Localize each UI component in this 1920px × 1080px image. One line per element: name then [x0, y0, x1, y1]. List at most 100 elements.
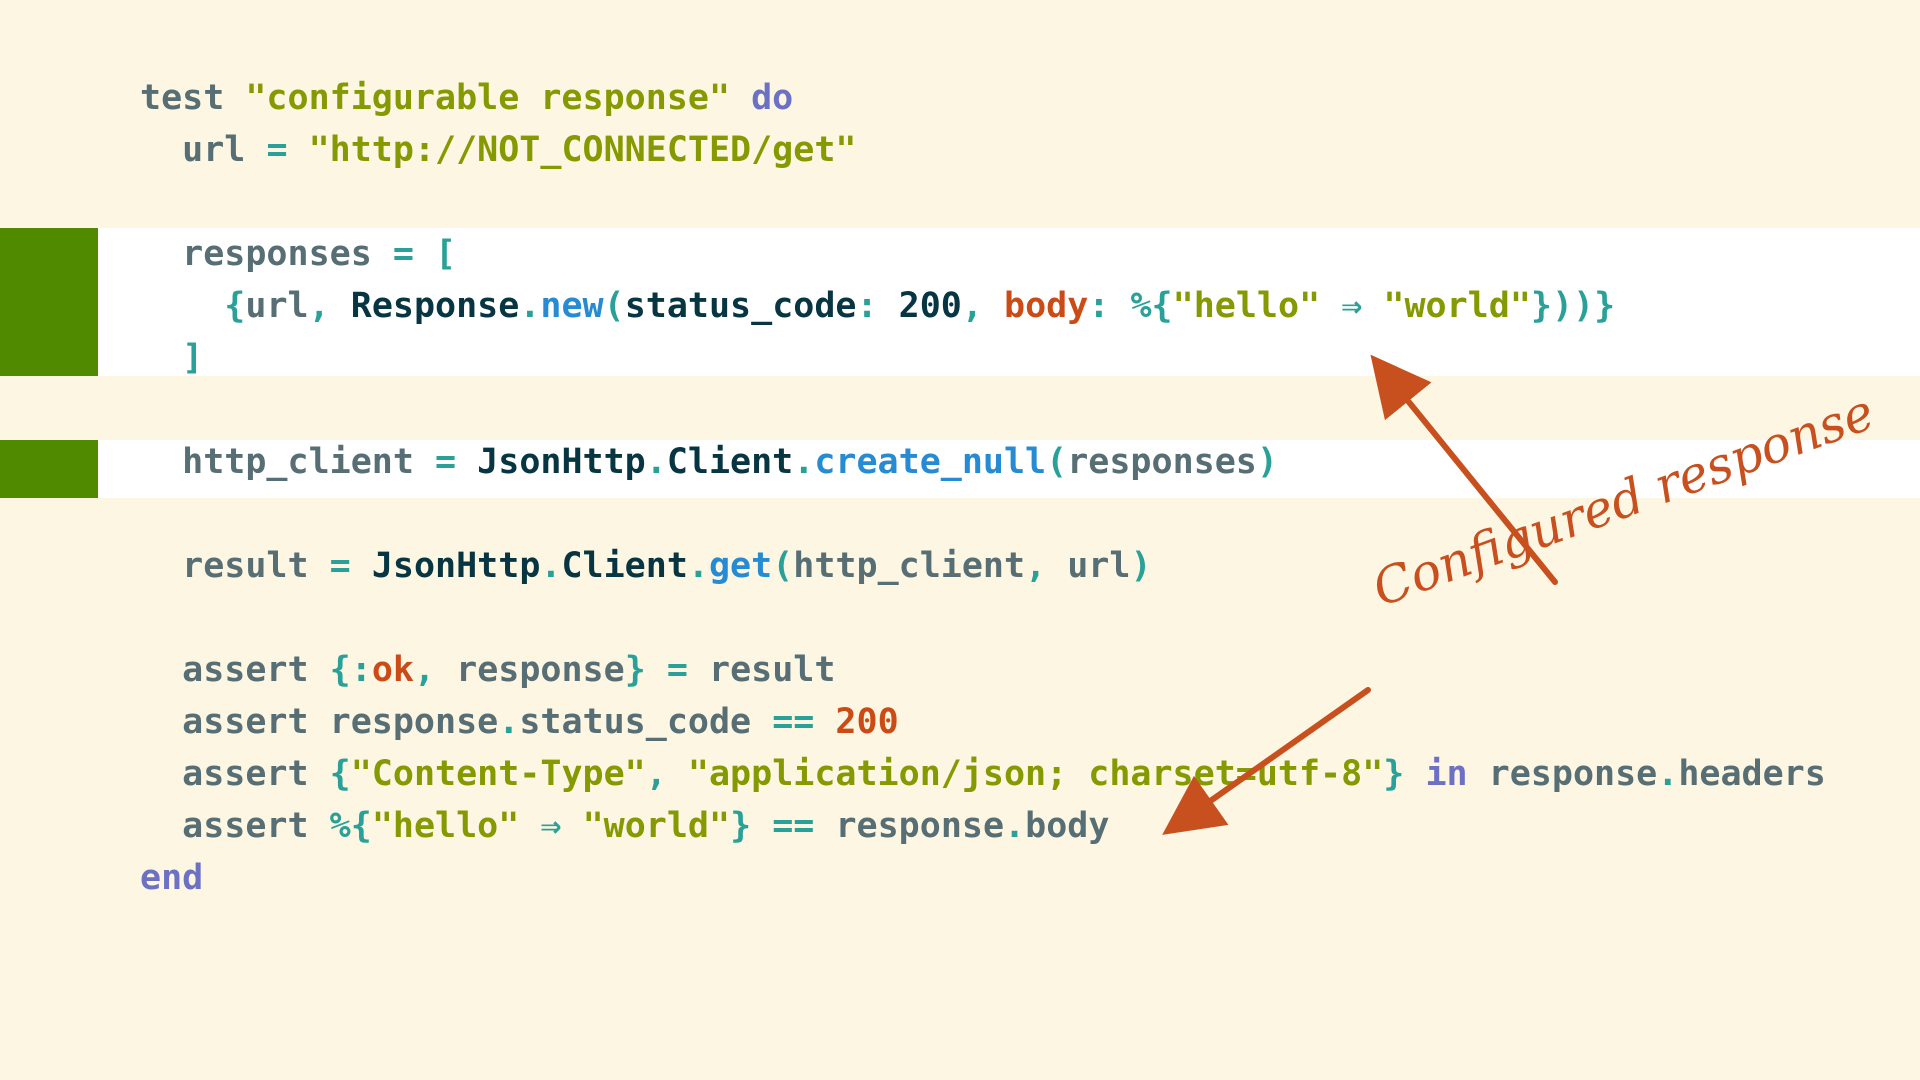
code-token: body: [1004, 286, 1089, 326]
code-token: .: [793, 442, 815, 482]
code-token: end: [140, 858, 204, 898]
code-token: =: [666, 650, 688, 690]
code-token: assert: [140, 754, 330, 794]
code-token: url: [140, 130, 267, 170]
code-token: response: [435, 650, 625, 690]
code-line: url = "http://NOT_CONNECTED/get": [140, 124, 1826, 176]
code-token: test: [140, 78, 246, 118]
code-token: [: [435, 234, 457, 274]
code-token: url: [245, 286, 309, 326]
code-token: 200: [835, 702, 899, 742]
code-token: "Content-Type": [350, 754, 646, 794]
code-token: (: [772, 546, 794, 586]
code-token: %{: [1130, 286, 1173, 326]
code-token: assert response: [140, 702, 499, 742]
code-token: ok: [371, 650, 414, 690]
code-token: =: [435, 442, 457, 482]
code-token: ⇒: [540, 806, 562, 846]
code-token: (: [1046, 442, 1068, 482]
code-token: assert: [140, 806, 330, 846]
code-token: }: [1383, 754, 1405, 794]
code-token: .: [519, 286, 541, 326]
code-token: ): [1256, 442, 1278, 482]
code-token: {:: [329, 650, 372, 690]
code-token: ]: [182, 338, 204, 378]
code-token: }))}: [1530, 286, 1616, 326]
code-token: status_code: [624, 286, 857, 326]
code-token: .: [645, 442, 667, 482]
code-token: result: [687, 650, 836, 690]
code-token: =: [329, 546, 351, 586]
code-token: http_client: [793, 546, 1026, 586]
code-line: assert {"Content-Type", "application/jso…: [140, 748, 1826, 800]
code-token: response: [814, 806, 1005, 846]
code-block: test "configurable response" do url = "h…: [140, 72, 1826, 904]
code-token: ,: [308, 286, 330, 326]
code-token: =: [392, 234, 414, 274]
code-token: }: [624, 650, 646, 690]
code-token: 200: [898, 286, 962, 326]
highlight-band-responses: [0, 228, 1920, 376]
code-token: JsonHttp: [477, 442, 646, 482]
code-token: %{: [329, 806, 372, 846]
code-token: responses: [140, 234, 393, 274]
code-token: ,: [413, 650, 436, 690]
code-token: (: [603, 286, 625, 326]
code-token: Response: [350, 286, 520, 326]
code-line: assert {:ok, response} = result: [140, 644, 1826, 696]
code-token: .: [1657, 754, 1679, 794]
code-line: result = JsonHttp.Client.get(http_client…: [140, 540, 1826, 592]
code-token: status_code: [519, 702, 773, 742]
code-line: ]: [140, 332, 1826, 384]
code-token: "hello": [371, 806, 520, 846]
code-token: result: [140, 546, 330, 586]
code-token: "http://NOT_CONNECTED/get": [308, 130, 857, 170]
code-token: new: [540, 286, 604, 326]
code-line: test "configurable response" do: [140, 72, 1826, 124]
code-token: .: [1004, 806, 1026, 846]
code-line: {url, Response.new(status_code: 200, bod…: [140, 280, 1826, 332]
code-line: end: [140, 852, 1826, 904]
code-token: url: [1046, 546, 1131, 586]
code-token: ,: [961, 286, 983, 326]
highlight-marker-http-client: [0, 440, 98, 498]
code-token: :: [1088, 286, 1110, 326]
code-token: response: [1467, 754, 1658, 794]
arrow-to-response-body-assert: [1162, 687, 1371, 835]
code-token: .: [498, 702, 520, 742]
code-line: assert %{"hello" ⇒ "world"} == response.…: [140, 800, 1826, 852]
arrow-to-response-body-config: [1370, 354, 1558, 585]
code-token: "world": [582, 806, 731, 846]
code-token: Client: [666, 442, 794, 482]
code-token: }: [730, 806, 752, 846]
code-token: .: [540, 546, 562, 586]
code-token: "world": [1383, 286, 1531, 326]
code-token: "hello": [1172, 286, 1321, 326]
code-line: assert response.status_code == 200: [140, 696, 1826, 748]
code-token: ==: [772, 806, 815, 846]
code-token: {: [224, 286, 246, 326]
highlight-marker-responses: [0, 228, 98, 376]
code-line: responses = [: [140, 228, 1826, 280]
highlight-band-http-client: [0, 440, 1920, 498]
code-token: do: [751, 78, 794, 118]
code-line: http_client = JsonHttp.Client.create_nul…: [140, 436, 1826, 488]
code-token: ==: [772, 702, 815, 742]
code-token: Client: [561, 546, 688, 586]
code-token: {: [329, 754, 351, 794]
code-token: create_null: [814, 442, 1047, 482]
code-token: get: [708, 546, 773, 586]
code-token: :: [856, 286, 878, 326]
code-token: .: [687, 546, 709, 586]
code-token: in: [1425, 754, 1468, 794]
code-token: body: [1025, 806, 1110, 846]
code-token: assert: [140, 650, 330, 690]
code-token: ,: [645, 754, 667, 794]
code-token: ): [1130, 546, 1152, 586]
code-token: ,: [1025, 546, 1047, 586]
code-token: http_client: [140, 442, 436, 482]
code-token: =: [266, 130, 288, 170]
code-token: ⇒: [1341, 286, 1363, 326]
code-token: responses: [1067, 442, 1257, 482]
